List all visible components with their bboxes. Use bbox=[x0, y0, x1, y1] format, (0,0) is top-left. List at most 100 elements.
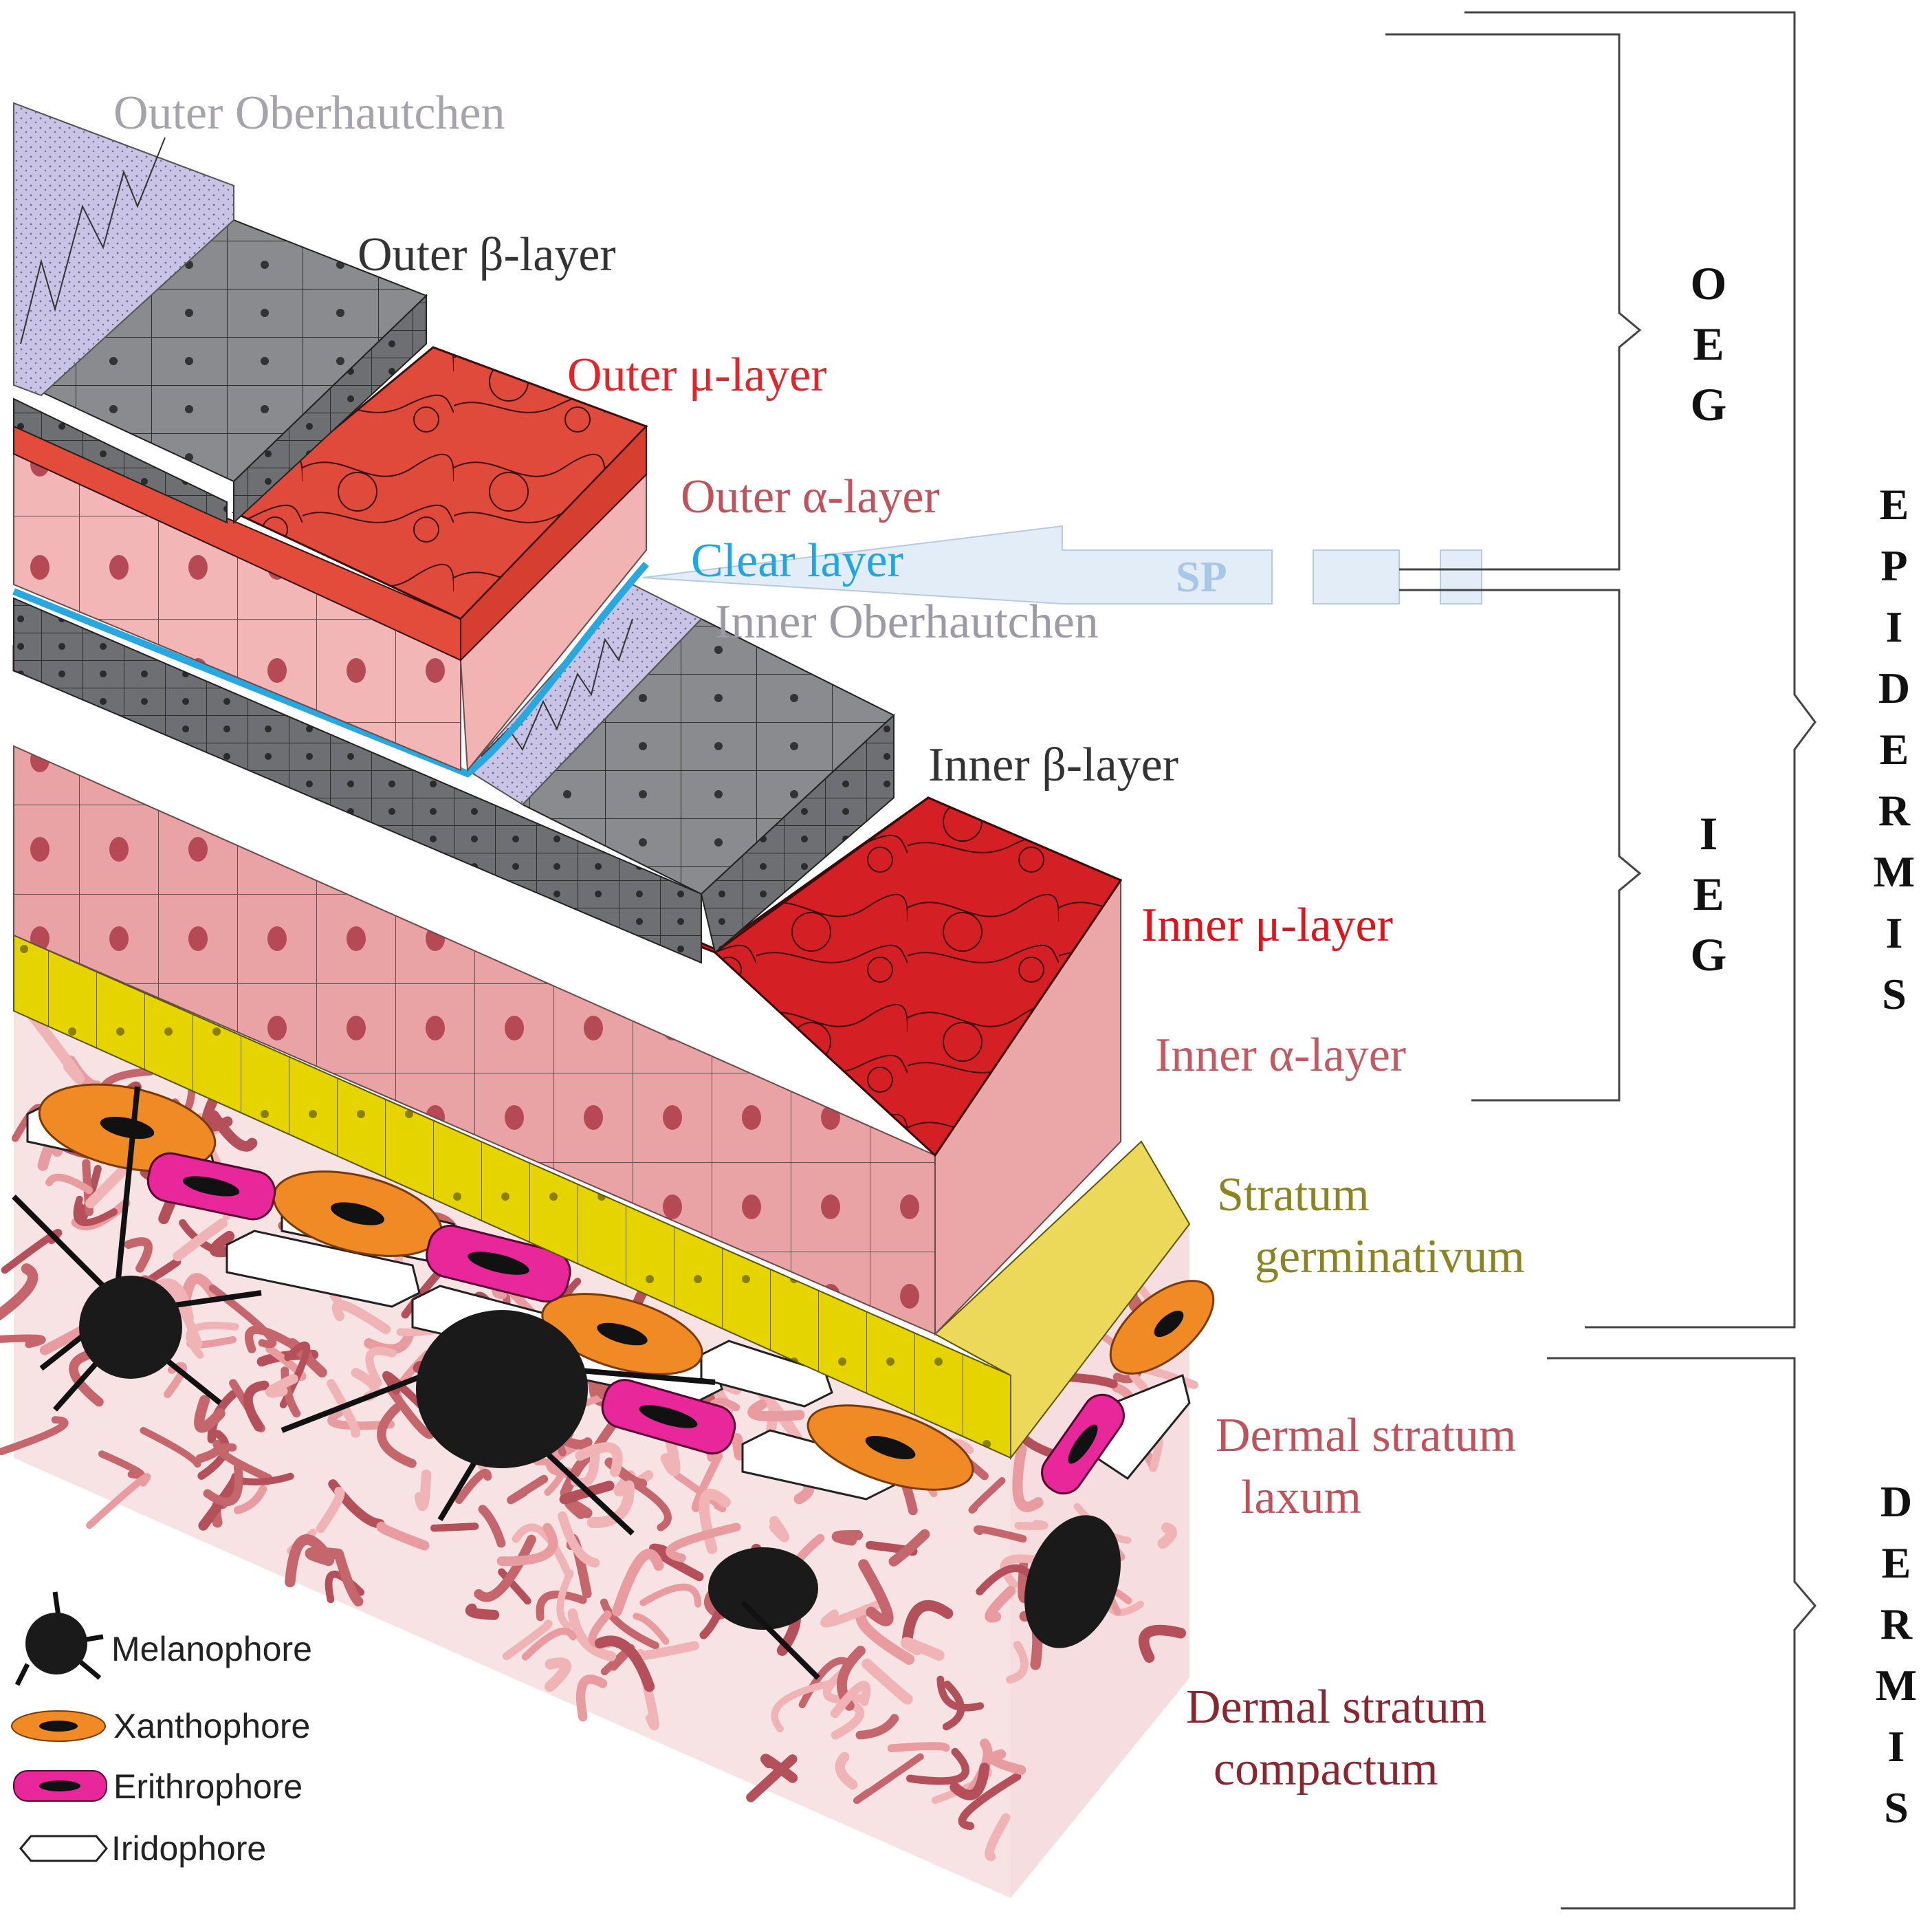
collagen-fiber bbox=[887, 1742, 950, 1753]
label-inner-mu: Inner μ-layer bbox=[1141, 899, 1393, 952]
collagen-fiber bbox=[988, 1749, 1027, 1775]
bracket-letter: E bbox=[1693, 318, 1724, 370]
collagen-fiber bbox=[906, 1747, 969, 1785]
collagen-fiber bbox=[414, 1469, 432, 1511]
legend-erithrophore: Erithrophore bbox=[13, 1767, 303, 1806]
dermis-bracket bbox=[1547, 1357, 1816, 1910]
collagen-fiber bbox=[858, 1559, 894, 1626]
collagen-fiber bbox=[1012, 1443, 1044, 1512]
collagen-fiber bbox=[195, 1439, 223, 1463]
collagen-fiber bbox=[746, 1754, 798, 1802]
label-outer-oberhautchen: Outer Oberhautchen bbox=[113, 87, 505, 140]
collagen-fiber bbox=[25, 1007, 85, 1084]
collagen-fiber bbox=[382, 1371, 434, 1418]
bracket-letter: P bbox=[1880, 541, 1907, 590]
bracket-letter: S bbox=[1884, 1783, 1909, 1832]
iridophore-icon bbox=[19, 1835, 108, 1862]
ieg-bracket bbox=[1399, 589, 1642, 1102]
legend-melanophore-label: Melanophore bbox=[111, 1630, 312, 1668]
outer-beta-front bbox=[13, 397, 228, 524]
collagen-fiber bbox=[281, 1366, 301, 1418]
collagen-fiber bbox=[45, 1173, 94, 1194]
collagen-fiber bbox=[936, 1675, 985, 1712]
collagen-fiber bbox=[1006, 1640, 1029, 1684]
bracket-letter: R bbox=[1880, 1600, 1913, 1648]
collagen-fiber bbox=[900, 1637, 945, 1661]
collagen-fiber bbox=[575, 1674, 608, 1722]
collagen-fiber bbox=[69, 1351, 104, 1407]
bracket-letter: E bbox=[1882, 1538, 1911, 1587]
sp-box-2 bbox=[1313, 549, 1400, 604]
collagen-fiber bbox=[853, 1753, 924, 1804]
collagen-fiber bbox=[173, 1218, 228, 1262]
bracket-letter: E bbox=[1693, 868, 1724, 920]
collagen-fiber bbox=[888, 1529, 930, 1567]
collagen-fiber bbox=[901, 1600, 954, 1644]
oeg-bracket bbox=[1385, 33, 1642, 571]
collagen-fiber bbox=[559, 1481, 615, 1505]
collagen-fiber bbox=[521, 1627, 577, 1661]
collagen-fiber bbox=[216, 1443, 273, 1483]
bracket-letter: D bbox=[1880, 1477, 1912, 1526]
label-stratum-germinativum-1: Stratum bbox=[1217, 1168, 1370, 1221]
iridophore bbox=[226, 1230, 421, 1308]
sp-box-3 bbox=[1440, 549, 1482, 604]
collagen-fiber bbox=[365, 1346, 397, 1387]
bracket-letter: S bbox=[1882, 970, 1907, 1018]
inner-mu-top-step bbox=[713, 796, 1123, 1157]
bracket-letter: O bbox=[1691, 257, 1727, 309]
outer-mu-side bbox=[460, 424, 647, 662]
collagen-fiber bbox=[86, 1473, 151, 1529]
collagen-fiber bbox=[798, 1657, 853, 1709]
xanthophore-icon bbox=[11, 1710, 106, 1742]
collagen-fiber bbox=[0, 1263, 39, 1321]
collagen-fiber bbox=[208, 1284, 277, 1349]
collagen-fiber bbox=[430, 1523, 479, 1532]
collagen-fiber bbox=[474, 1534, 536, 1602]
collagen-fiber bbox=[243, 1380, 270, 1432]
inner-beta-layer bbox=[13, 597, 895, 964]
legend-xanthophore-label: Xanthophore bbox=[113, 1707, 310, 1745]
collagen-fiber bbox=[769, 1516, 790, 1542]
bracket-letter: I bbox=[1700, 807, 1717, 860]
sp-arrow bbox=[642, 525, 1273, 604]
legend-iridophore: Iridophore bbox=[19, 1829, 266, 1868]
collagen-fiber bbox=[124, 1237, 153, 1273]
collagen-fiber bbox=[835, 1752, 858, 1790]
bracket-letter: I bbox=[1886, 602, 1903, 651]
collagen-fiber bbox=[502, 1619, 553, 1661]
label-clear-layer: Clear layer bbox=[691, 534, 903, 587]
erithrophore bbox=[1041, 1393, 1125, 1495]
bracket-letter: I bbox=[1886, 908, 1903, 957]
collagen-fiber bbox=[831, 1700, 865, 1740]
label-inner-oberhautchen: Inner Oberhautchen bbox=[715, 596, 1099, 648]
collagen-fiber bbox=[0, 1416, 69, 1456]
bracket-letter: R bbox=[1878, 786, 1911, 835]
chromatophores bbox=[12, 1083, 1215, 1680]
erithrophore bbox=[146, 1152, 276, 1221]
legend-iridophore-label: Iridophore bbox=[111, 1829, 266, 1868]
collagen-fiber bbox=[558, 1511, 600, 1568]
sp-pointer: SP bbox=[642, 525, 1482, 604]
bracket-letter: G bbox=[1691, 378, 1727, 430]
xanthophore bbox=[541, 1293, 703, 1375]
inner-beta-side bbox=[700, 713, 894, 954]
legend: Melanophore Xanthophore Erithrophore Iri… bbox=[11, 1591, 312, 1868]
collagen-fiber bbox=[233, 1485, 267, 1514]
collagen-fiber bbox=[140, 1427, 201, 1468]
legend-melanophore: Melanophore bbox=[14, 1591, 312, 1686]
label-dermal-laxum-2: laxum bbox=[1241, 1471, 1361, 1524]
erithrophore bbox=[426, 1224, 571, 1302]
collagen-fiber bbox=[327, 1408, 395, 1430]
outer-beta-side bbox=[233, 294, 427, 525]
collagen-fiber bbox=[600, 1598, 659, 1650]
label-inner-alpha: Inner α-layer bbox=[1155, 1029, 1406, 1082]
collagen-fiber bbox=[575, 1442, 623, 1477]
collagen-fiber bbox=[855, 1714, 899, 1740]
collagen-fiber bbox=[691, 1452, 723, 1512]
outer-oberhautchen-layer bbox=[13, 102, 234, 397]
sp-label: SP bbox=[1176, 552, 1227, 601]
collagen-fiber bbox=[594, 1635, 655, 1692]
